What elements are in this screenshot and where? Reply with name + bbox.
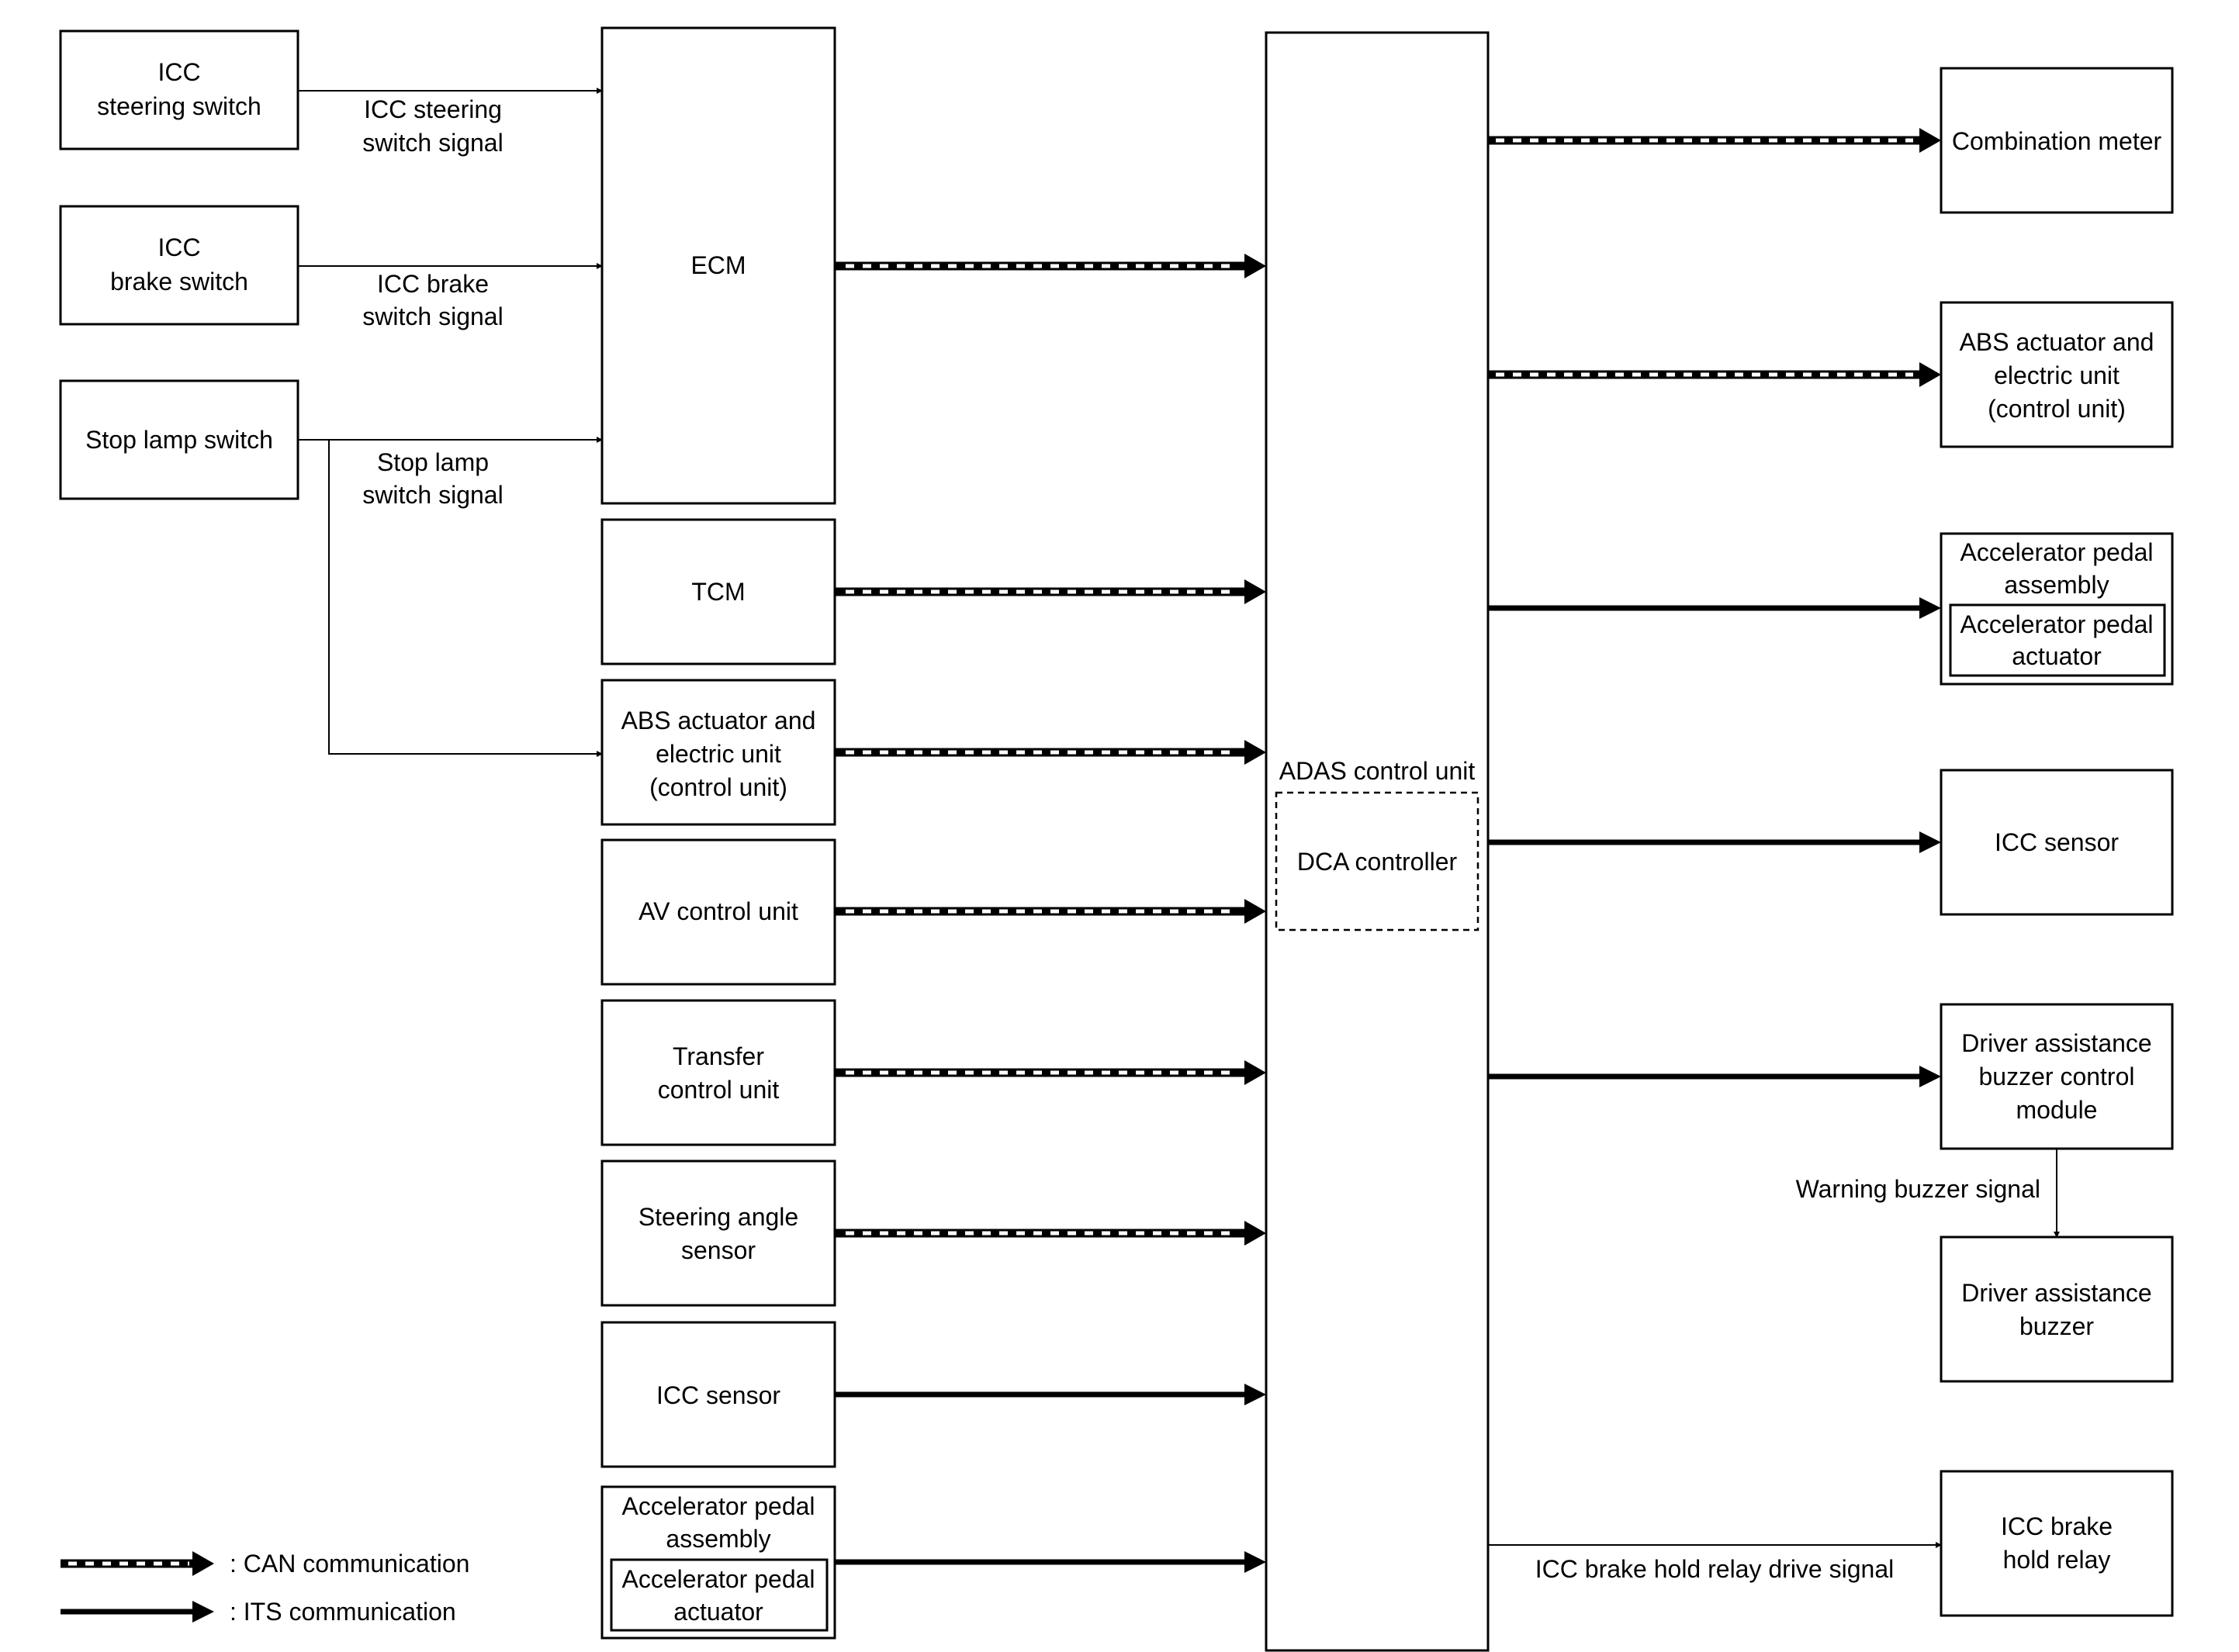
legend-can-label: : CAN communication bbox=[230, 1550, 469, 1578]
icc-brake-hold-relay-box: ICC brake hold relay bbox=[1940, 1470, 2174, 1617]
brake-hold-relay-line-2: hold relay bbox=[2003, 1546, 2111, 1574]
icc-sensor-left-label: ICC sensor bbox=[656, 1381, 780, 1409]
av-control-unit-label: AV control unit bbox=[638, 897, 798, 925]
accelerator-pedal-assembly-right-box: Accelerator pedal assembly Accelerator p… bbox=[1940, 532, 2174, 686]
icc-steering-switch-line-1: ICC bbox=[157, 58, 200, 86]
accelerator-pedal-actuator-right-box bbox=[1949, 603, 2166, 677]
icc-steering-switch-line-2: steering switch bbox=[97, 92, 261, 120]
transfer-line-2: control unit bbox=[658, 1076, 780, 1104]
accelerator-pedal-assembly-left-box: Accelerator pedal assembly Accelerator p… bbox=[600, 1485, 836, 1640]
accel-right-inner-line-1: Accelerator pedal bbox=[1960, 610, 2153, 638]
abs-left-line-2: electric unit bbox=[656, 740, 781, 768]
transfer-line-1: Transfer bbox=[673, 1042, 764, 1070]
stop-lamp-switch-box: Stop lamp switch bbox=[59, 379, 299, 500]
accel-right-outer-line-2: assembly bbox=[2004, 571, 2109, 599]
icc-brake-signal-label-2: switch signal bbox=[362, 302, 503, 330]
dca-controller-label: DCA controller bbox=[1297, 848, 1458, 876]
left-to-adas-arrows bbox=[835, 254, 1266, 1573]
abs-left-line-3: (control unit) bbox=[649, 773, 787, 801]
adas-control-unit-label: ADAS control unit bbox=[1279, 757, 1476, 785]
can-arrow-av bbox=[835, 899, 1266, 924]
dca-controller-box bbox=[1275, 791, 1479, 931]
can-arrow-abs bbox=[835, 740, 1266, 765]
accel-left-outer-line-2: assembly bbox=[666, 1525, 770, 1553]
accelerator-pedal-actuator-left-box bbox=[610, 1558, 829, 1632]
adas-control-unit-box: ADAS control unit DCA controller bbox=[1265, 31, 1490, 1652]
legend-its-arrow bbox=[61, 1601, 214, 1623]
tcm-box: TCM bbox=[600, 518, 836, 665]
buzzer-module-line-2: buzzer control bbox=[1979, 1063, 2135, 1090]
steering-angle-line-2: sensor bbox=[681, 1236, 756, 1264]
combination-meter-label: Combination meter bbox=[1952, 127, 2162, 155]
abs-unit-left-box: ABS actuator and electric unit (control … bbox=[600, 679, 836, 826]
transfer-control-unit-box: Transfer control unit bbox=[600, 999, 836, 1146]
its-arrow-icc-sensor-right bbox=[1488, 831, 1941, 853]
abs-left-line-1: ABS actuator and bbox=[621, 707, 816, 734]
icc-steering-signal-label-1: ICC steering bbox=[364, 95, 502, 123]
accel-left-inner-line-1: Accelerator pedal bbox=[621, 1565, 815, 1593]
icc-brake-switch-line-1: ICC bbox=[157, 233, 200, 261]
buzzer-line-2: buzzer bbox=[2019, 1312, 2094, 1340]
icc-sensor-right-label: ICC sensor bbox=[1995, 828, 2119, 856]
icc-sensor-left-box: ICC sensor bbox=[600, 1321, 836, 1468]
can-arrow-tcm bbox=[835, 579, 1266, 604]
warning-buzzer-signal-label: Warning buzzer signal bbox=[1796, 1175, 2040, 1203]
icc-sensor-right-box: ICC sensor bbox=[1940, 769, 2174, 916]
can-arrow-ecm bbox=[835, 254, 1266, 278]
ecm-label: ECM bbox=[690, 251, 746, 279]
abs-right-line-2: electric unit bbox=[1994, 361, 2120, 389]
tcm-label: TCM bbox=[691, 578, 745, 606]
buzzer-module-line-1: Driver assistance bbox=[1961, 1029, 2151, 1057]
ecm-box: ECM bbox=[600, 26, 836, 505]
icc-brake-signal-label-1: ICC brake bbox=[377, 270, 489, 298]
accel-right-inner-line-2: actuator bbox=[2012, 642, 2102, 670]
abs-right-line-3: (control unit) bbox=[1988, 395, 2126, 423]
stop-lamp-signal-label-1: Stop lamp bbox=[377, 448, 489, 476]
icc-brake-switch-box: ICC brake switch bbox=[59, 205, 299, 326]
abs-unit-right-box: ABS actuator and electric unit (control … bbox=[1940, 301, 2174, 448]
its-arrow-buzzer-module bbox=[1488, 1066, 1941, 1087]
its-arrow-accelerator-pedal-right bbox=[1488, 597, 1941, 619]
legend-can-arrow bbox=[61, 1551, 214, 1576]
brake-hold-relay-signal-label: ICC brake hold relay drive signal bbox=[1535, 1555, 1894, 1583]
stop-lamp-signal-line-abs bbox=[328, 440, 603, 757]
legend: : CAN communication : ITS communication bbox=[61, 1550, 469, 1626]
accel-right-outer-line-1: Accelerator pedal bbox=[1960, 538, 2153, 566]
icc-brake-switch-line-2: brake switch bbox=[110, 268, 248, 295]
icc-steering-switch-box: ICC steering switch bbox=[59, 29, 299, 150]
driver-assistance-buzzer-box: Driver assistance buzzer bbox=[1940, 1236, 2174, 1383]
stop-lamp-signal-label-2: switch signal bbox=[362, 481, 503, 509]
accel-left-outer-line-1: Accelerator pedal bbox=[621, 1492, 815, 1520]
buzzer-module-line-3: module bbox=[2016, 1096, 2098, 1124]
combination-meter-box: Combination meter bbox=[1940, 67, 2174, 214]
its-arrow-accelerator-pedal bbox=[835, 1551, 1266, 1573]
accel-left-inner-line-2: actuator bbox=[673, 1598, 763, 1626]
brake-hold-relay-line-1: ICC brake bbox=[2001, 1512, 2113, 1540]
its-arrow-icc-sensor bbox=[835, 1384, 1266, 1405]
adas-to-right-arrows: ICC brake hold relay drive signal bbox=[1488, 128, 1942, 1583]
stop-lamp-switch-label: Stop lamp switch bbox=[85, 426, 273, 454]
can-arrow-transfer bbox=[835, 1060, 1266, 1085]
av-control-unit-box: AV control unit bbox=[600, 838, 836, 986]
buzzer-control-module-box: Driver assistance buzzer control module bbox=[1940, 1003, 2174, 1150]
can-arrow-abs-right bbox=[1488, 362, 1941, 387]
steering-angle-line-1: Steering angle bbox=[638, 1203, 798, 1231]
can-arrow-steering-angle bbox=[835, 1221, 1266, 1246]
icc-steering-signal-label-2: switch signal bbox=[362, 129, 503, 157]
legend-its-label: : ITS communication bbox=[230, 1598, 456, 1626]
abs-right-line-1: ABS actuator and bbox=[1960, 328, 2154, 356]
steering-angle-sensor-box: Steering angle sensor bbox=[600, 1160, 836, 1307]
buzzer-line-1: Driver assistance bbox=[1961, 1279, 2151, 1307]
can-arrow-combination-meter bbox=[1488, 128, 1941, 153]
